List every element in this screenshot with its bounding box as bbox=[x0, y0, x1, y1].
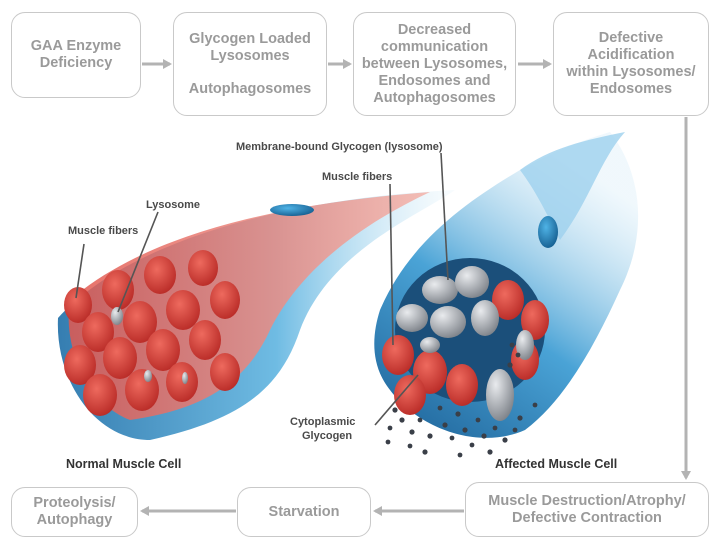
label-lysosome: Lysosome bbox=[146, 199, 200, 211]
label-glycogen: Glycogen bbox=[302, 430, 352, 442]
normal-lysosome bbox=[111, 307, 123, 325]
caption-normal-muscle-cell: Normal Muscle Cell bbox=[66, 457, 181, 471]
caption-affected-muscle-cell: Affected Muscle Cell bbox=[495, 457, 617, 471]
affected-cell-nucleus bbox=[538, 216, 558, 248]
label-cytoplasmic: Cytoplasmic bbox=[290, 416, 355, 428]
label-muscle-fibers-left: Muscle fibers bbox=[68, 225, 138, 237]
label-muscle-fibers-right: Muscle fibers bbox=[322, 171, 392, 183]
label-membrane-bound-glycogen: Membrane-bound Glycogen (lysosome) bbox=[236, 141, 443, 153]
affected-muscle-cell bbox=[374, 132, 638, 457]
normal-cell-nucleus bbox=[270, 204, 314, 216]
